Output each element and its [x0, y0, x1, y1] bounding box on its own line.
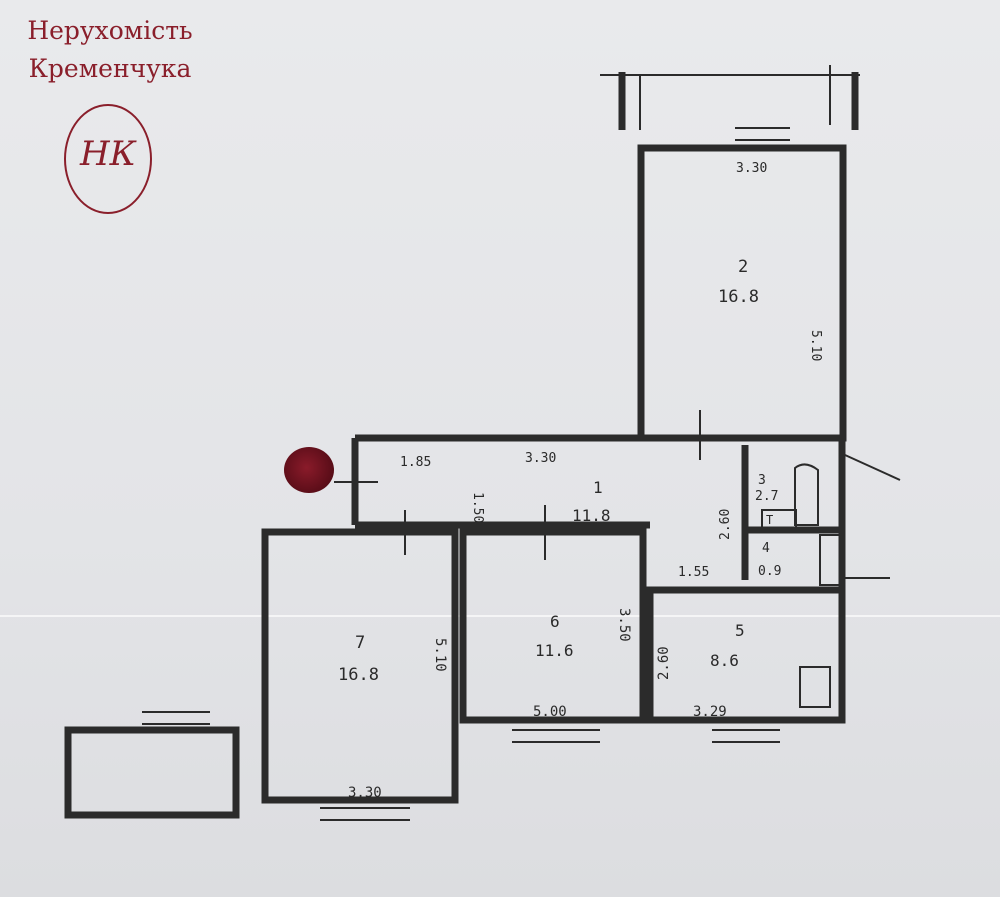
dim-room-2-side: 5.10: [808, 330, 823, 361]
window-room-5: [712, 729, 780, 743]
red-stamp-mark: [284, 447, 334, 493]
dim-bath-side: 2.60: [718, 509, 733, 540]
dim-room-7-side: 5.10: [432, 638, 448, 672]
window-loggia: [142, 711, 210, 725]
radiator-icon: [819, 534, 843, 586]
window-room-2: [735, 127, 790, 141]
balcony-rail: [600, 65, 860, 130]
room-5-walls: [646, 586, 846, 724]
dim-corridor-vertical: 1.50: [470, 492, 485, 523]
brand-name: Нерухомість Кременчука: [0, 12, 220, 88]
room-3-area: 2.7: [755, 489, 778, 504]
room-7-number: 7: [355, 633, 365, 653]
brand-line-1: Нерухомість: [27, 16, 193, 45]
room-1-number: 1: [593, 478, 603, 497]
window-room-6: [512, 729, 600, 743]
dim-corridor-top: 3.30: [525, 451, 556, 466]
window-room-7: [320, 807, 410, 821]
door-marks: [334, 410, 701, 560]
room-2-number: 2: [738, 257, 748, 277]
brand-line-2: Кременчука: [28, 54, 192, 83]
paper-fold-line: [0, 615, 1000, 617]
dim-room-6-side: 3.50: [616, 608, 632, 642]
room-4-area: 0.9: [758, 564, 781, 579]
room-6-walls: [459, 528, 647, 724]
dim-room-6-bottom: 5.00: [533, 704, 567, 720]
room-4-number: 4: [762, 541, 770, 556]
dim-room-5-side: 2.60: [656, 646, 672, 680]
loggia-walls: [64, 726, 240, 819]
room-2-walls: [637, 144, 847, 442]
room-7-walls: [261, 528, 459, 804]
plan-details: [142, 65, 901, 821]
dim-toilet-width: 1.55: [678, 565, 709, 580]
room-6-number: 6: [550, 612, 560, 631]
balcony-walls: [618, 72, 859, 130]
plan-walls: [64, 72, 859, 819]
room-7-area: 16.8: [338, 665, 379, 685]
dim-room-7-bottom: 3.30: [348, 785, 382, 801]
brand-logo: НК: [64, 104, 152, 214]
dim-room-5-bottom: 3.29: [693, 704, 727, 720]
room-5-area: 8.6: [710, 651, 739, 670]
room-5-number: 5: [735, 621, 745, 640]
logo-letters: НК: [80, 134, 136, 174]
stove-icon: [799, 666, 831, 708]
dim-corridor-left: 1.85: [400, 455, 431, 470]
pipe-lines: [844, 454, 901, 579]
dim-room-2-top: 3.30: [736, 161, 767, 176]
room-3-number: 3: [758, 473, 766, 488]
room-6-area: 11.6: [535, 641, 574, 660]
room-1-area: 11.8: [572, 506, 611, 525]
fixture-label: T: [766, 513, 773, 527]
room-2-area: 16.8: [718, 287, 759, 307]
bathtub-icon: [794, 463, 819, 526]
